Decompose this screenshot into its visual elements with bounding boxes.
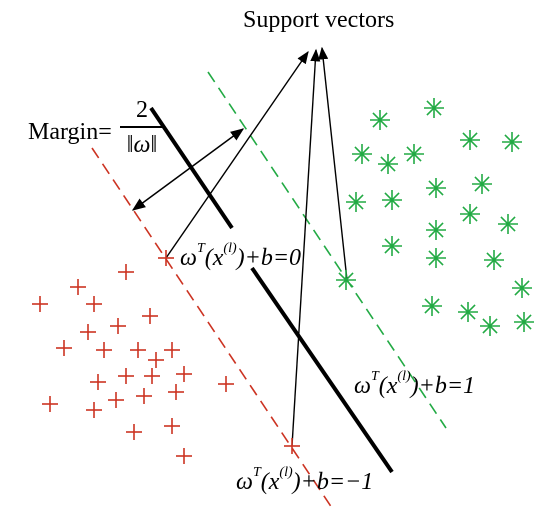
negative-point-plus-icon bbox=[80, 324, 96, 340]
positive-point-asterisk-icon bbox=[514, 312, 534, 332]
positive-point-asterisk-icon bbox=[346, 192, 366, 212]
negative-point-plus-icon bbox=[284, 438, 300, 454]
negative-point-plus-icon bbox=[164, 342, 180, 358]
margin-denominator: ‖ω‖ bbox=[126, 131, 158, 158]
positive-margin-equation: ωT(x(l))+b=1 bbox=[354, 369, 476, 399]
positive-point-asterisk-icon bbox=[460, 130, 480, 150]
positive-margin-line bbox=[207, 71, 447, 429]
negative-point-plus-icon bbox=[144, 368, 160, 384]
positive-point-asterisk-icon bbox=[378, 154, 398, 174]
positive-point-asterisk-icon bbox=[460, 204, 480, 224]
negative-point-plus-icon bbox=[86, 402, 102, 418]
negative-point-plus-icon bbox=[176, 366, 192, 382]
negative-point-plus-icon bbox=[108, 392, 124, 408]
margin-label: Margin= bbox=[28, 119, 112, 145]
negative-point-plus-icon bbox=[218, 376, 234, 392]
negative-point-plus-icon bbox=[70, 279, 86, 295]
positive-point-asterisk-icon bbox=[480, 316, 500, 336]
negative-margin-equation: ωT(x(l))+b=−1 bbox=[236, 465, 374, 495]
positive-point-asterisk-icon bbox=[382, 236, 402, 256]
positive-point-asterisk-icon bbox=[404, 144, 424, 164]
negative-point-plus-icon bbox=[118, 368, 134, 384]
positive-point-asterisk-icon bbox=[472, 174, 492, 194]
positive-point-asterisk-icon bbox=[424, 98, 444, 118]
support-vector-arrow-3 bbox=[318, 46, 348, 281]
margin-width-arrow bbox=[131, 128, 245, 211]
fraction-bar bbox=[120, 126, 164, 128]
hyperplane-lower-segment bbox=[250, 266, 394, 474]
negative-point-plus-icon bbox=[118, 264, 134, 280]
negative-point-plus-icon bbox=[168, 384, 184, 400]
negative-class-points bbox=[32, 250, 300, 464]
positive-point-asterisk-icon bbox=[352, 144, 372, 164]
positive-point-asterisk-icon bbox=[484, 250, 504, 270]
negative-point-plus-icon bbox=[42, 396, 58, 412]
positive-point-asterisk-icon bbox=[426, 220, 446, 240]
negative-point-plus-icon bbox=[148, 352, 164, 368]
positive-point-asterisk-icon bbox=[336, 270, 356, 290]
positive-point-asterisk-icon bbox=[426, 248, 446, 268]
positive-point-asterisk-icon bbox=[382, 190, 402, 210]
negative-point-plus-icon bbox=[90, 374, 106, 390]
negative-point-plus-icon bbox=[56, 340, 72, 356]
negative-point-plus-icon bbox=[130, 342, 146, 358]
negative-point-plus-icon bbox=[176, 448, 192, 464]
negative-point-plus-icon bbox=[136, 388, 152, 404]
positive-point-asterisk-icon bbox=[498, 214, 518, 234]
positive-point-asterisk-icon bbox=[458, 302, 478, 322]
negative-point-plus-icon bbox=[126, 424, 142, 440]
support-vector-arrow-2 bbox=[291, 48, 321, 447]
support-vector-arrow-1 bbox=[165, 50, 309, 259]
margin-numerator: 2 bbox=[136, 97, 148, 123]
positive-point-asterisk-icon bbox=[512, 278, 532, 298]
positive-class-points bbox=[336, 98, 534, 336]
negative-point-plus-icon bbox=[158, 250, 174, 266]
positive-point-asterisk-icon bbox=[426, 178, 446, 198]
negative-point-plus-icon bbox=[86, 296, 102, 312]
negative-point-plus-icon bbox=[110, 318, 126, 334]
negative-point-plus-icon bbox=[164, 418, 180, 434]
negative-point-plus-icon bbox=[96, 342, 112, 358]
support-vectors-label: Support vectors bbox=[243, 7, 395, 33]
negative-point-plus-icon bbox=[32, 296, 48, 312]
positive-point-asterisk-icon bbox=[422, 296, 442, 316]
margin-fraction: 2 ‖ω‖ bbox=[120, 97, 164, 158]
positive-point-asterisk-icon bbox=[502, 132, 522, 152]
negative-margin-line bbox=[91, 147, 333, 509]
negative-point-plus-icon bbox=[142, 308, 158, 324]
positive-point-asterisk-icon bbox=[370, 110, 390, 130]
hyperplane-equation: ωT(x(l))+b=0 bbox=[180, 241, 302, 271]
